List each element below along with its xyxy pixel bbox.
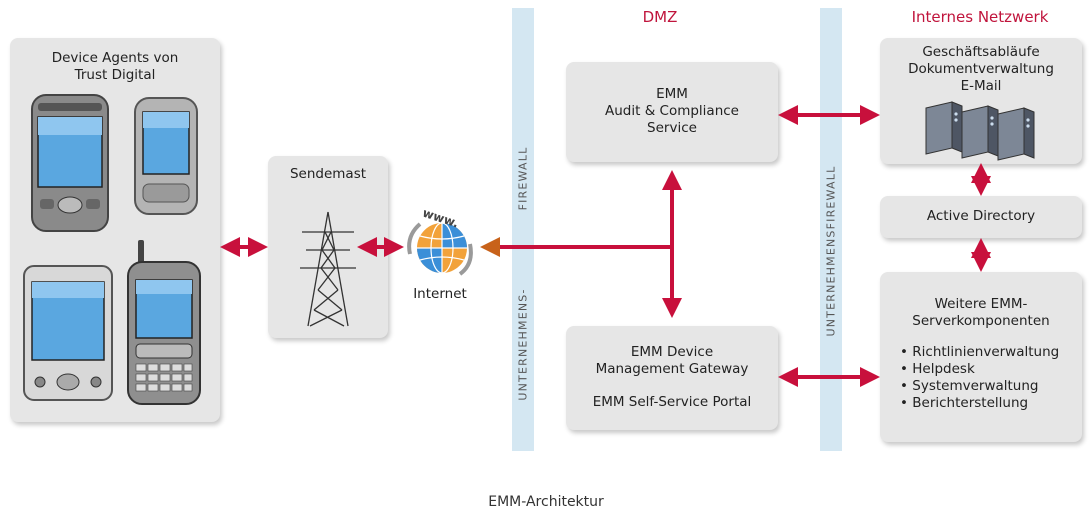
- audit-compliance-box: [566, 62, 778, 162]
- tower-label: Sendemast: [289, 166, 367, 182]
- dmz-firewall: [512, 8, 534, 451]
- server-rack-icon: [925, 101, 1035, 161]
- device-agents-title: Device Agents von Trust Digital: [51, 50, 179, 83]
- server-components-title: Weitere EMM- Serverkomponenten: [912, 296, 1050, 329]
- component-item: Richtlinienverwaltung: [900, 344, 1076, 361]
- server-components-list: Richtlinienverwaltung Helpdesk Systemver…: [900, 344, 1076, 412]
- pda-phone-1-icon: [31, 94, 109, 232]
- business-processes-label: Geschäftsabläufe Dokumentverwaltung E-Ma…: [908, 44, 1054, 94]
- device-gateway-label: EMM Device Management Gateway EMM Self-S…: [592, 344, 752, 410]
- diagram-caption: EMM-Architektur: [488, 494, 604, 510]
- pocket-pc-icon: [23, 265, 113, 401]
- smartphone-icon: [134, 97, 198, 215]
- dmz-title: DMZ: [642, 8, 678, 26]
- transmission-tower-icon: [300, 211, 356, 327]
- internet-globe-icon: www.: [407, 208, 473, 276]
- internet-label: Internet: [413, 286, 467, 302]
- internal-network-title: Internes Netzwerk: [911, 8, 1049, 26]
- active-directory-label: Active Directory: [926, 208, 1036, 224]
- treo-phone-icon: [127, 240, 201, 405]
- device-gateway-box: [566, 326, 778, 430]
- active-directory-box: [880, 196, 1082, 238]
- component-item: Helpdesk: [900, 361, 1076, 378]
- component-item: Systemverwaltung: [900, 378, 1076, 395]
- audit-compliance-label: EMM Audit & Compliance Service: [605, 86, 739, 136]
- component-item: Berichterstellung: [900, 395, 1076, 412]
